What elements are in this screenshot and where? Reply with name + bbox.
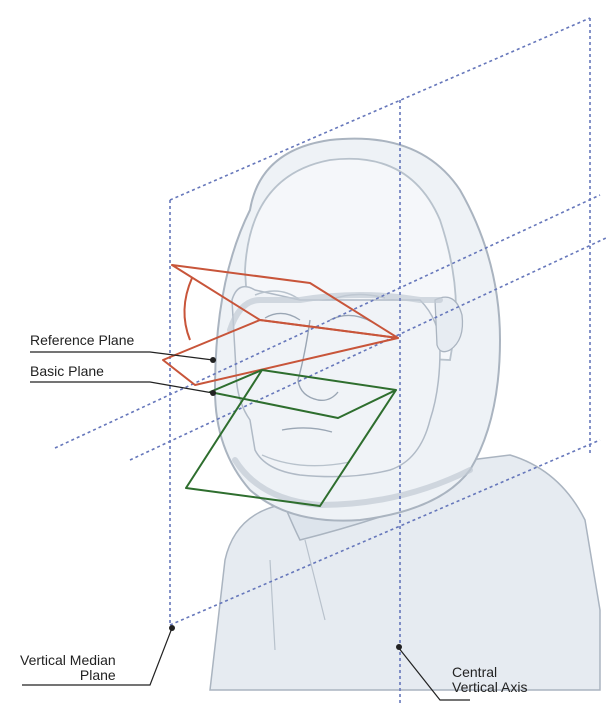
reference-plane-label: Reference Plane (30, 333, 134, 348)
vertical-median-plane-dot (169, 625, 175, 631)
vertical-median-plane-label-line2: Plane (20, 668, 116, 683)
vertical-median-plane-label: Vertical Median Plane (20, 653, 116, 683)
central-vertical-axis-label-line1: Central (452, 665, 527, 680)
central-vertical-axis-label: Central Vertical Axis (452, 665, 527, 695)
basic-plane-label: Basic Plane (30, 364, 104, 379)
central-vertical-axis-dot (396, 644, 402, 650)
central-vertical-axis-label-line2: Vertical Axis (452, 680, 527, 695)
vertical-median-plane-label-line1: Vertical Median (20, 653, 116, 668)
basic-plane-leader (30, 382, 213, 393)
reference-plane-dot (210, 357, 216, 363)
reference-plane-leader (30, 352, 213, 360)
basic-plane-dot (210, 390, 216, 396)
